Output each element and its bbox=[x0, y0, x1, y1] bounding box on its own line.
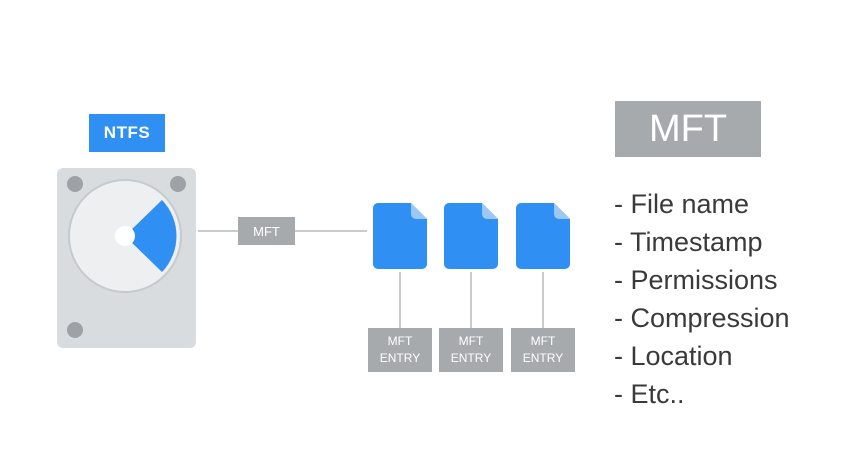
entry-connector-line bbox=[470, 272, 472, 328]
attribute-item: - Timestamp bbox=[614, 227, 763, 257]
hard-drive-icon bbox=[57, 168, 196, 348]
mft-attribute-list: - File name - Timestamp - Permissions - … bbox=[614, 186, 790, 414]
mft-label: MFT bbox=[238, 217, 295, 245]
mft-entry-line2: ENTRY bbox=[379, 351, 421, 365]
attribute-item: - File name bbox=[614, 189, 750, 219]
mft-entry-tag: MFT ENTRY bbox=[368, 328, 432, 372]
file-icon bbox=[444, 203, 498, 269]
mft-entry-line1: MFT bbox=[530, 334, 556, 348]
file-icon bbox=[516, 203, 570, 269]
attribute-item: - Etc.. bbox=[614, 379, 685, 409]
file-icon bbox=[373, 203, 427, 269]
mft-entry-line2: ENTRY bbox=[450, 351, 492, 365]
connector-line-left bbox=[198, 230, 238, 232]
mft-title: MFT bbox=[615, 101, 761, 157]
mft-entry-line1: MFT bbox=[387, 334, 413, 348]
entry-connector-line bbox=[399, 272, 401, 328]
mft-entry-line2: ENTRY bbox=[522, 351, 564, 365]
attribute-item: - Permissions bbox=[614, 265, 778, 295]
connector-line-right bbox=[295, 230, 367, 232]
attribute-item: - Location bbox=[614, 341, 733, 371]
ntfs-badge: NTFS bbox=[89, 114, 165, 152]
mft-entry-line1: MFT bbox=[458, 334, 484, 348]
mft-entry-tag: MFT ENTRY bbox=[439, 328, 503, 372]
mft-entry-tag: MFT ENTRY bbox=[511, 328, 575, 372]
entry-connector-line bbox=[542, 272, 544, 328]
attribute-item: - Compression bbox=[614, 303, 790, 333]
